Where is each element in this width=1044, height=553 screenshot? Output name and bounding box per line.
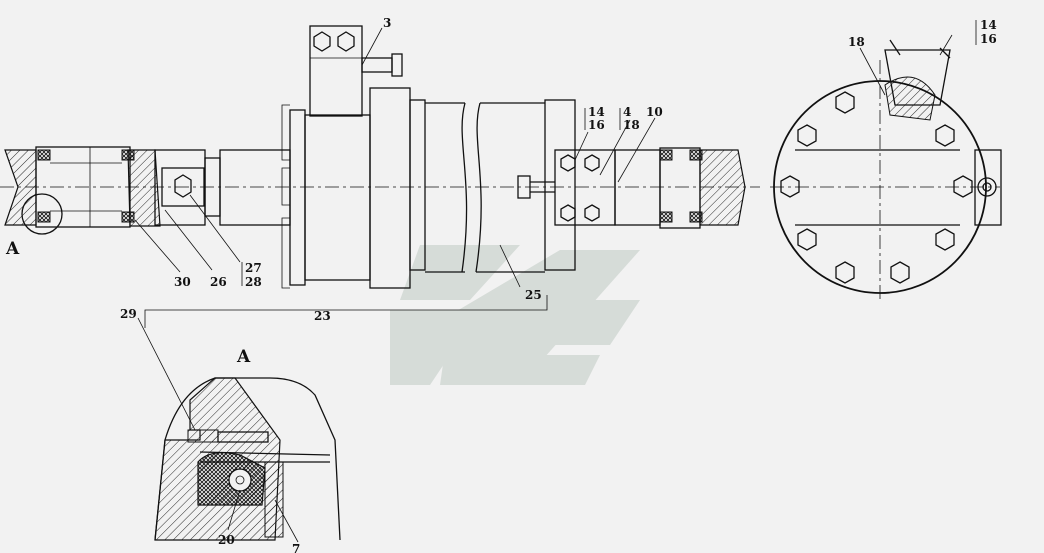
label-27: 27	[245, 261, 262, 275]
end-flange-circle	[773, 80, 987, 294]
detail-a	[154, 377, 341, 541]
label-29: 29	[120, 307, 137, 321]
label-30: 30	[174, 275, 191, 289]
callout-labels: 3 14 16 4 18 10 18 14 16 A 30 26 27 28 2…	[5, 16, 997, 553]
label-16: 16	[588, 118, 605, 132]
leader-lines	[134, 20, 977, 543]
left-mount	[4, 149, 37, 226]
label-14: 14	[588, 105, 605, 119]
label-25: 25	[525, 288, 542, 302]
flange	[289, 109, 306, 286]
label-10: 10	[646, 105, 663, 119]
label-7: 7	[292, 542, 300, 553]
watermark-logo	[390, 245, 640, 385]
label-16-end: 16	[980, 32, 997, 46]
label-20: 20	[218, 533, 235, 547]
label-18-end: 18	[848, 35, 865, 49]
end-view	[770, 39, 1002, 300]
label-28: 28	[245, 275, 262, 289]
cylinder-head	[369, 87, 411, 289]
label-section-a: A	[5, 239, 20, 259]
right-mount	[699, 149, 746, 226]
end-bolts	[780, 91, 973, 284]
label-18: 18	[623, 118, 640, 132]
label-14-end: 14	[980, 18, 997, 32]
side-view	[0, 25, 760, 289]
left-mount-inner	[127, 149, 161, 227]
label-3: 3	[383, 16, 391, 30]
detail-a-circle	[21, 193, 63, 235]
label-23: 23	[314, 309, 331, 323]
label-detail-a: A	[236, 347, 251, 367]
label-4: 4	[623, 105, 631, 119]
cylinder-end	[544, 99, 576, 271]
label-26: 26	[210, 275, 227, 289]
